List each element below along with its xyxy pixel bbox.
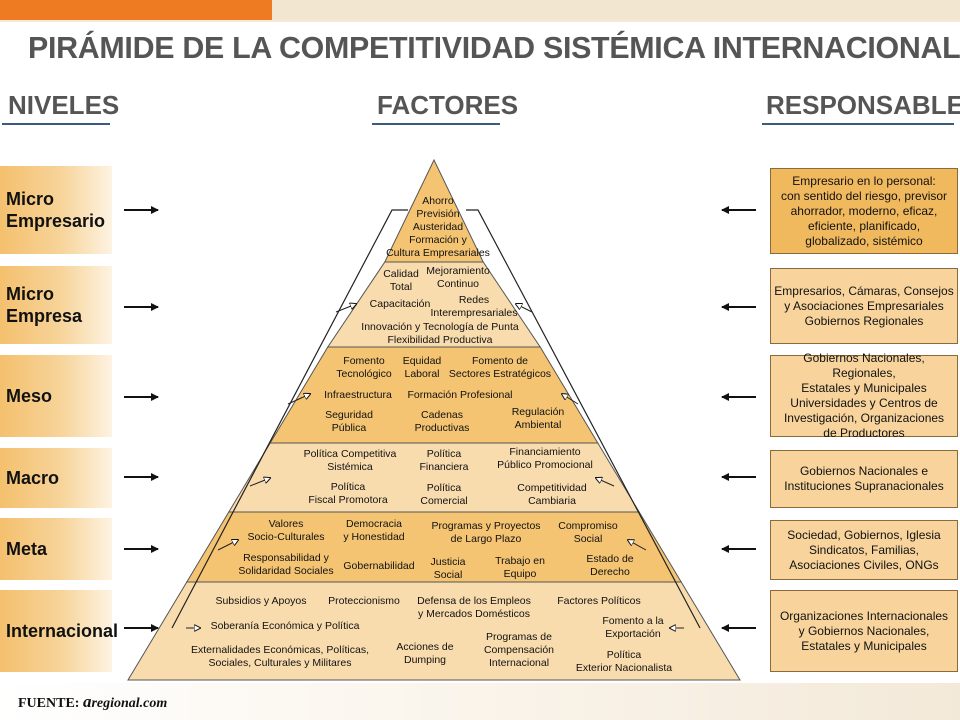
- header-responsibles: RESPONSABLES: [766, 90, 960, 120]
- left-feedback-arrow: [249, 478, 270, 487]
- header-factors: FACTORES: [377, 90, 519, 120]
- responsible-box: Organizaciones Internacionales y Gobiern…: [770, 590, 958, 672]
- factor-text: Fomento de Sectores Estratégicos: [448, 355, 552, 380]
- top-accent-bar: [0, 0, 272, 20]
- factor-text: Defensa de los Empleos y Mercados Domést…: [417, 595, 531, 620]
- right-feedback-arrow: [596, 478, 615, 487]
- top-beige-bar: [272, 0, 960, 20]
- factor-text: Fomento Tecnológico: [336, 355, 392, 380]
- level-meso: Meso: [0, 355, 112, 437]
- factor-text: Política Competitiva Sistémica: [303, 448, 397, 473]
- source-site: regional.com: [91, 696, 168, 711]
- source-credit: FUENTE: aregional.com: [18, 692, 167, 712]
- page-title: PIRÁMIDE DE LA COMPETITIVIDAD SISTÉMICA …: [28, 30, 960, 65]
- factor-text: Calidad Total: [383, 268, 419, 293]
- factor-text: Formación Profesional: [407, 389, 513, 401]
- band-internacional: [127, 581, 741, 681]
- factor-text: Cadenas Productivas: [414, 409, 470, 434]
- factor-text: Estado de Derecho: [586, 553, 634, 578]
- responsible-box: Empresario en lo personal: con sentido d…: [770, 168, 958, 254]
- level-meta: Meta: [0, 518, 112, 580]
- right-feedback-arrow: [562, 394, 579, 405]
- factor-text: Política Fiscal Promotora: [308, 481, 388, 506]
- factor-text: Ahorro Previsión Austeridad Formación y …: [386, 195, 490, 259]
- factor-text: Política Exterior Nacionalista: [575, 649, 673, 674]
- header-responsibles-underline: [762, 123, 954, 125]
- level-label: Internacional: [6, 621, 119, 641]
- level-label: Macro: [6, 468, 60, 488]
- factor-text: Seguridad Pública: [325, 409, 373, 434]
- left-feedback-arrow: [287, 394, 310, 405]
- header-factors-underline: [372, 123, 500, 125]
- responsible-box: Gobiernos Nacionales e Instituciones Sup…: [770, 450, 958, 508]
- factor-text: Fomento a la Exportación: [602, 615, 664, 640]
- factor-text: Infraestructura: [324, 389, 392, 401]
- factor-text: Soberanía Económica y Política: [210, 620, 360, 632]
- level-macro: Macro: [0, 448, 112, 508]
- source-label: FUENTE:: [18, 696, 80, 711]
- right-feedback-arrow: [628, 540, 647, 551]
- level-micro-empresario: Micro Empresario: [0, 166, 112, 254]
- header-levels-underline: [2, 123, 110, 125]
- bottom-strip: [0, 683, 960, 720]
- header-levels: NIVELES: [8, 90, 120, 120]
- level-label: Micro Empresario: [6, 189, 106, 231]
- factor-text: Programas y Proyectos de Largo Plazo: [431, 520, 541, 545]
- factor-text: Trabajo en Equipo: [495, 555, 545, 580]
- factor-text: Democracia y Honestidad: [343, 518, 405, 543]
- factor-text: Financiamiento Público Promocional: [497, 446, 593, 471]
- factor-text: Redes Interempresariales: [430, 294, 518, 319]
- factor-text: Regulación Ambiental: [511, 406, 565, 431]
- factor-text: Acciones de Dumping: [396, 641, 454, 666]
- factor-text: Responsabilidad y Solidaridad Sociales: [238, 552, 334, 577]
- factor-text: Proteccionismo: [328, 595, 400, 607]
- responsible-box: Sociedad, Gobiernos, Iglesia Sindicatos,…: [770, 520, 958, 580]
- level-label: Micro Empresa: [6, 284, 83, 326]
- left-feedback-arrow: [217, 540, 238, 551]
- level-micro-empresa: Micro Empresa: [0, 266, 112, 344]
- factor-text: Valores Socio-Culturales: [247, 518, 325, 543]
- responsible-box: Gobiernos Nacionales, Regionales, Estata…: [770, 351, 958, 440]
- factor-text: Innovación y Tecnología de Punta Flexibi…: [361, 321, 519, 346]
- factor-text: Programas de Compensación Internacional: [483, 631, 555, 669]
- factor-text: Subsidios y Apoyos: [215, 595, 307, 607]
- source-logo-letter: a: [82, 692, 92, 711]
- factor-text: Política Comercial: [420, 482, 468, 507]
- level-label: Meso: [6, 386, 53, 406]
- factor-text: Mejoramiento Continuo: [426, 265, 490, 290]
- factor-text: Factores Políticos: [557, 595, 641, 607]
- level-internacional: Internacional: [0, 590, 118, 672]
- factor-text: Justicia Social: [430, 556, 466, 581]
- factor-text: Gobernabilidad: [343, 560, 415, 572]
- right-connector-line: [466, 209, 701, 629]
- factor-text: Equidad Laboral: [402, 355, 442, 380]
- factor-text: Externalidades Económicas, Políticas, So…: [190, 644, 369, 669]
- factor-text: Competitividad Cambiaria: [517, 482, 587, 507]
- factor-text: Capacitación: [369, 298, 431, 310]
- right-feedback-arrow: [516, 304, 533, 313]
- responsible-box: Empresarios, Cámaras, Consejos y Asociac…: [770, 268, 958, 344]
- factor-text: Política Financiera: [419, 448, 469, 473]
- level-label: Meta: [6, 539, 48, 559]
- left-connector-line: [171, 209, 408, 629]
- top-divider: [0, 20, 960, 22]
- factor-text: Compromiso Social: [558, 520, 618, 545]
- left-feedback-arrow: [335, 304, 356, 313]
